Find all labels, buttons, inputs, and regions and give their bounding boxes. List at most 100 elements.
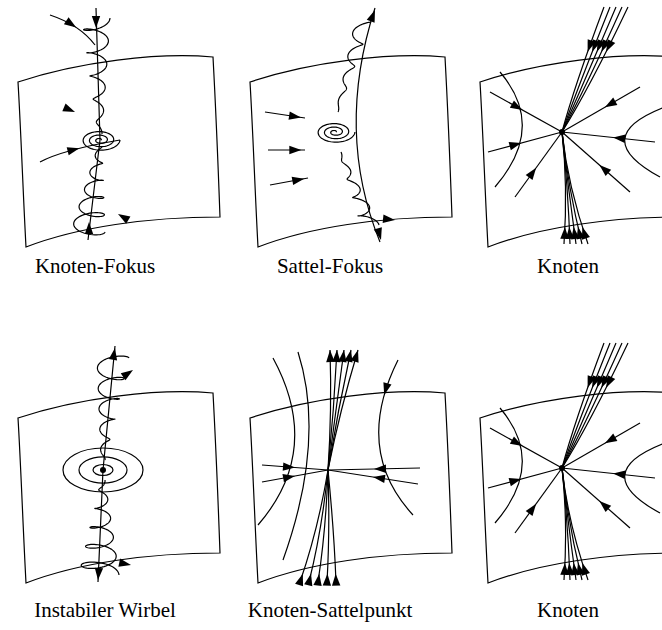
arrowhead: [602, 375, 615, 389]
trajectory-line: [300, 470, 328, 582]
trajectory-line: [328, 350, 358, 470]
trajectory-helix: [84, 18, 110, 134]
trajectory-line: [50, 15, 95, 45]
arrowhead: [374, 227, 385, 241]
trajectory-line: [495, 72, 522, 187]
arrowhead: [526, 165, 540, 180]
arrowhead: [367, 8, 379, 22]
arrowhead: [92, 16, 100, 28]
trajectory-line: [562, 7, 622, 132]
trajectory-line: [488, 132, 562, 152]
fixed-point: [559, 129, 565, 135]
figure-caption: Knoten-Fokus: [35, 254, 155, 279]
trajectory-line: [328, 470, 418, 484]
trajectory-line: [562, 132, 588, 244]
trajectory-line: [309, 470, 328, 582]
trajectory-line: [562, 343, 616, 468]
figure-caption: Sattel-Fokus: [277, 254, 383, 279]
arrowhead: [578, 562, 590, 576]
trajectory-line: [562, 87, 640, 132]
arrowhead: [602, 39, 615, 53]
arrowhead: [64, 17, 79, 31]
trajectory-line: [490, 92, 562, 132]
trajectory-line: [258, 358, 295, 525]
trajectory-line: [40, 140, 120, 162]
trajectory-spiral: [318, 124, 355, 143]
arrowhead: [304, 573, 315, 587]
figure-caption: Knoten-Sattelpunkt: [248, 598, 412, 623]
arrowhead: [613, 469, 626, 479]
surface-sheet: [250, 392, 452, 583]
arrowhead: [597, 498, 612, 512]
trajectory-helix: [81, 480, 119, 575]
trajectory-line: [562, 423, 640, 468]
trajectory-line: [328, 470, 336, 582]
trajectory-line: [562, 343, 610, 468]
arrowhead: [116, 210, 131, 223]
illustration: [18, 7, 662, 586]
trajectory-line: [562, 132, 655, 142]
trajectory-line: [515, 468, 562, 533]
trajectory-line: [562, 7, 616, 132]
surface-sheet: [18, 56, 220, 247]
arrowhead: [613, 133, 626, 143]
surface-sheet: [480, 392, 662, 583]
surface-sheet: [18, 392, 220, 583]
arrowhead: [603, 98, 618, 111]
trajectory-line: [562, 468, 655, 478]
arrowhead: [94, 568, 103, 581]
trajectory-helix: [74, 146, 105, 235]
trajectory-line: [490, 428, 562, 468]
trajectory-line: [328, 468, 420, 470]
trajectory-line: [625, 107, 662, 177]
trajectory-line: [262, 470, 328, 482]
arrowhead: [510, 437, 525, 450]
arrowhead: [372, 473, 385, 483]
arrowhead: [118, 558, 131, 569]
trajectory-line: [562, 343, 622, 468]
arrowhead: [526, 501, 540, 516]
arrowhead: [578, 226, 590, 240]
arrowhead: [313, 573, 323, 586]
surface-sheet: [250, 56, 452, 247]
trajectory-line: [488, 468, 562, 488]
arrowhead: [62, 103, 76, 115]
arrowhead: [510, 101, 525, 114]
trajectory-line: [318, 470, 328, 582]
arrowhead: [282, 472, 295, 482]
trajectory-line: [283, 352, 309, 560]
trajectory-line: [562, 468, 588, 580]
arrowhead: [597, 162, 612, 176]
arrowhead: [289, 146, 301, 154]
trajectory-helix: [338, 22, 371, 112]
arrowhead: [331, 573, 340, 585]
figure-caption: Knoten: [537, 254, 599, 279]
trajectory-line: [327, 470, 329, 582]
surface-sheet: [480, 56, 662, 247]
trajectory-line: [495, 408, 522, 523]
trajectory-line: [379, 360, 413, 515]
arrowhead: [383, 215, 396, 225]
trajectory-line: [562, 132, 630, 192]
arrowhead: [109, 347, 119, 360]
trajectory-helix: [341, 152, 379, 225]
arrowhead: [85, 222, 93, 234]
arrowhead: [292, 175, 305, 185]
figure-caption: Instabiler Wirbel: [34, 598, 176, 623]
arrowhead: [289, 111, 302, 121]
trajectory-line: [562, 7, 610, 132]
fixed-point: [559, 465, 565, 471]
trajectory-line: [515, 132, 562, 197]
arrowhead: [67, 144, 81, 155]
arrowhead: [351, 349, 362, 363]
trajectory-line: [562, 468, 630, 528]
arrowhead: [380, 382, 391, 396]
trajectory-line: [625, 443, 662, 513]
arrowhead: [121, 367, 136, 381]
arrowhead: [603, 434, 618, 447]
figure-caption: Knoten: [537, 598, 599, 623]
trajectory-helix: [97, 356, 129, 460]
arrowhead: [323, 573, 332, 585]
